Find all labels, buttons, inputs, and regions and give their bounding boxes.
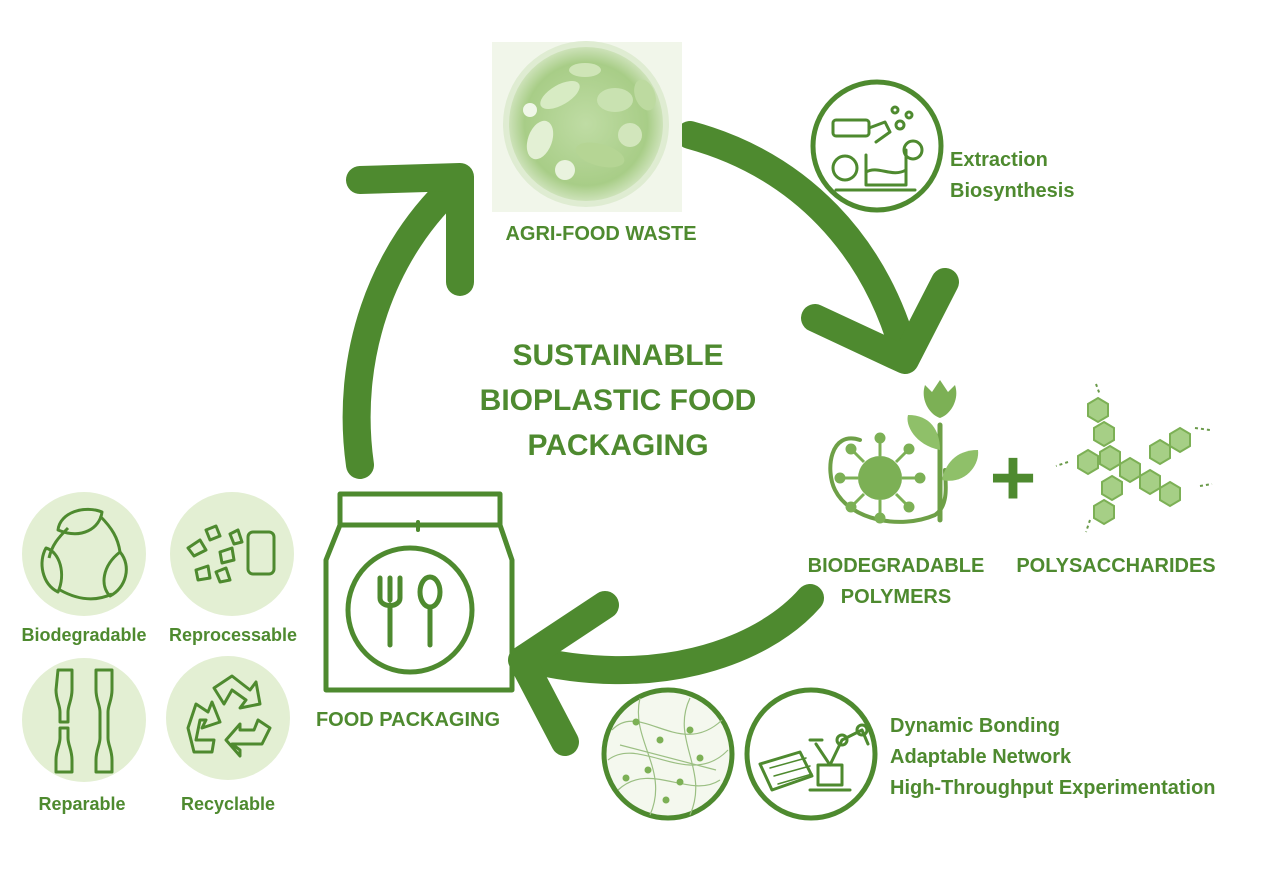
agri-food-waste-label: AGRI-FOOD WASTE: [505, 223, 696, 245]
reprocessable-badge: [170, 492, 294, 616]
arrowhead-waste: [346, 163, 474, 296]
reparable-label: Reparable: [38, 794, 125, 814]
arrow-waste-to-polymers: [676, 121, 919, 369]
recycle-icon: [186, 674, 272, 758]
biodegradable-badge: [22, 492, 146, 616]
recyclable-badge: [166, 656, 290, 780]
biodegradable-label: Biodegradable: [21, 625, 146, 645]
food-packaging-icon: [323, 491, 515, 693]
arrow-packaging-to-waste: [342, 166, 474, 479]
extraction-label-line-1: Extraction: [950, 149, 1048, 171]
extraction-icon: [810, 79, 944, 213]
leaf-cycle-icon: [40, 507, 128, 601]
center-title-line-3: PACKAGING: [527, 429, 708, 462]
biodegradable-polymers-label-line-1: BIODEGRADABLE: [808, 555, 985, 577]
polysaccharides-icon: [1055, 383, 1213, 533]
dogbone-specimen-icon: [54, 668, 114, 774]
center-title-line-2: BIOPLASTIC FOOD: [480, 384, 757, 417]
biodegradable-polymers-icon: [828, 380, 979, 524]
plus-sign: +: [990, 433, 1037, 522]
arrowhead-packaging: [508, 591, 619, 756]
shred-icon: [186, 524, 276, 584]
biodegradable-polymers-label-line-2: POLYMERS: [841, 586, 951, 608]
food-packaging-label: FOOD PACKAGING: [316, 709, 500, 731]
robot-arm-icon: [744, 687, 878, 821]
extraction-label-line-2: Biosynthesis: [950, 180, 1074, 202]
reprocessable-label: Reprocessable: [169, 625, 297, 645]
arrow-polymers-to-packaging: [511, 584, 824, 685]
arrowhead-polymers: [801, 268, 959, 374]
methods-label-line-1: Dynamic Bonding: [890, 715, 1060, 737]
agri-food-waste-image: [492, 41, 682, 212]
reparable-badge: [22, 658, 146, 782]
methods-label-line-2: Adaptable Network: [890, 746, 1072, 768]
polysaccharides-label: POLYSACCHARIDES: [1016, 555, 1215, 577]
cycle-arrows: [342, 121, 959, 756]
center-title-line-1: SUSTAINABLE: [512, 339, 723, 372]
network-icon: [601, 687, 735, 821]
methods-label-line-3: High-Throughput Experimentation: [890, 777, 1216, 799]
recyclable-label: Recyclable: [181, 794, 275, 814]
center-title: SUSTAINABLE BIOPLASTIC FOOD PACKAGING: [480, 339, 757, 462]
